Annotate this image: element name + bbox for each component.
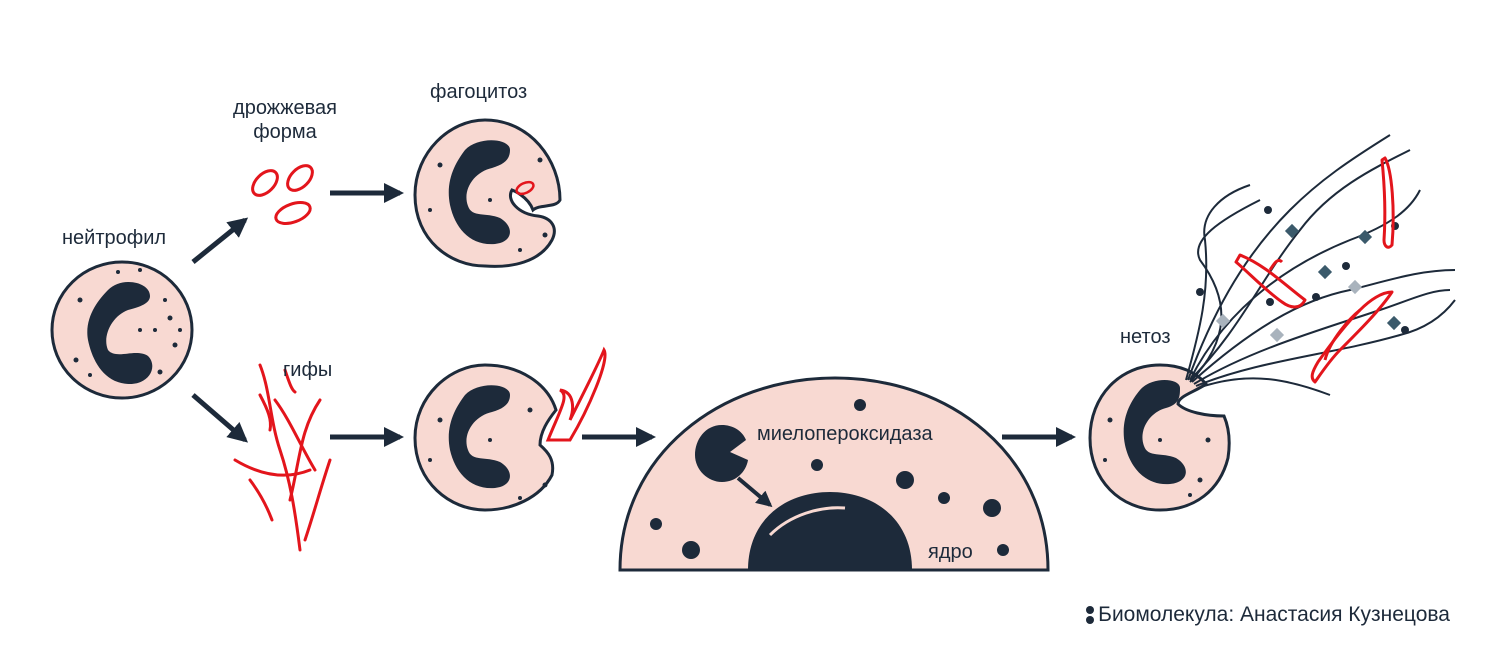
label-netosis: нетоз — [1120, 326, 1171, 348]
closeup-nucleus — [748, 492, 912, 570]
closeup-granules — [650, 399, 1009, 559]
biomolecula-logo-icon — [1086, 606, 1095, 624]
label-myeloperoxidase: миелопероксидаза — [757, 423, 933, 445]
neutrophil-vs-hypha — [413, 346, 607, 512]
label-yeast-form-line1: дрожжевая — [233, 97, 337, 119]
credit-line: Биомолекула: Анастасия Кузнецова — [1086, 603, 1450, 627]
trapped-hyphae — [1234, 156, 1395, 384]
label-hyphae: гифы — [283, 359, 333, 381]
label-yeast-form-line2: форма — [253, 121, 317, 143]
label-nucleus: ядро — [928, 541, 973, 563]
arrow-mpo-to-nucleus — [736, 476, 773, 508]
label-phagocytosis: фагоцитоз — [430, 81, 528, 103]
myeloperoxidase-granule — [695, 425, 748, 482]
neutrophil-nucleus — [87, 282, 153, 384]
neutrophil-cell — [50, 260, 194, 400]
closeup-cell — [618, 376, 1050, 572]
yeast-cells — [251, 164, 314, 225]
label-neutrophil: нейтрофил — [62, 227, 167, 249]
net-granules — [1196, 206, 1409, 334]
label-yeast-form: дрожжевая форма — [215, 96, 355, 144]
net-fibers — [1185, 134, 1456, 396]
granules — [73, 268, 182, 377]
netosis-neutrophil — [1088, 363, 1231, 512]
arrow-to-hyphae — [191, 393, 249, 443]
arrow-to-yeast — [191, 217, 249, 264]
phagocytosing-neutrophil — [413, 118, 562, 268]
credit-text: Биомолекула: Анастасия Кузнецова — [1098, 603, 1450, 626]
net-proteins — [1215, 223, 1402, 343]
hyphae — [233, 363, 332, 552]
